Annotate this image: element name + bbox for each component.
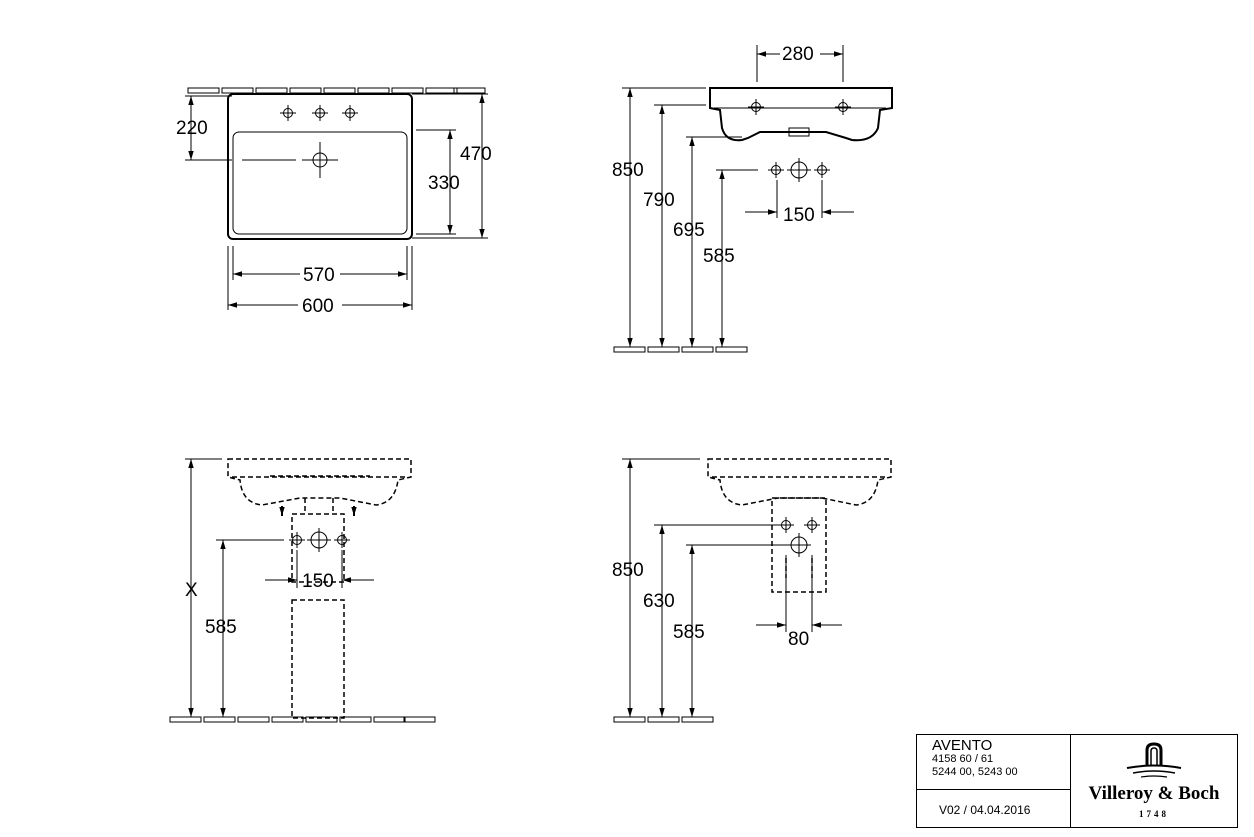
dim-850: 850 xyxy=(612,160,644,181)
floor-line xyxy=(613,346,748,353)
dim-695: 695 xyxy=(673,220,705,241)
basin-bowl xyxy=(232,131,408,235)
water-supply-icon xyxy=(813,161,831,179)
fixing-hole-icon xyxy=(747,98,765,116)
top-view: 220 470 330 570 600 xyxy=(176,87,492,317)
dim-585: 585 xyxy=(673,622,705,643)
water-supply-icon xyxy=(333,531,351,549)
dim-150: 150 xyxy=(302,571,334,592)
dim-585: 585 xyxy=(205,617,237,638)
semi-pedestal xyxy=(771,497,827,593)
fixing-hole-icon xyxy=(834,98,852,116)
floor-line xyxy=(169,716,436,723)
brand-name: Villeroy & Boch xyxy=(1088,783,1220,804)
title-block: AVENTO 4158 60 / 61 5244 00, 5243 00 V02… xyxy=(916,734,1238,828)
tap-hole-icon xyxy=(279,104,297,122)
version-date: V02 / 04.04.2016 xyxy=(939,802,1031,817)
dim-150: 150 xyxy=(783,205,815,226)
dim-470: 470 xyxy=(460,144,492,165)
brand-year: 1748 xyxy=(1139,809,1169,819)
title-block-info: AVENTO 4158 60 / 61 5244 00, 5243 00 V02… xyxy=(917,735,1071,827)
waste-outlet-icon xyxy=(787,158,811,182)
basin-profile-dashed xyxy=(707,458,892,506)
pedestal-lower xyxy=(291,599,345,719)
product-code: 4158 60 / 61 xyxy=(932,753,994,765)
brand-block: Villeroy & Boch 1748 xyxy=(1071,735,1237,827)
water-supply-icon xyxy=(803,516,821,534)
semi-pedestal-view: 850 630 585 80 xyxy=(612,458,892,723)
dim-790: 790 xyxy=(643,190,675,211)
dim-220: 220 xyxy=(176,118,208,139)
product-info: AVENTO 4158 60 / 61 5244 00, 5243 00 xyxy=(917,735,1070,790)
basin-outline xyxy=(227,93,413,240)
dim-850: 850 xyxy=(612,560,644,581)
tap-hole-icon xyxy=(341,104,359,122)
basin-profile-dashed xyxy=(227,458,412,506)
waste-outlet-icon xyxy=(787,533,811,557)
pedestal-upper xyxy=(291,513,345,583)
floor-line xyxy=(613,716,714,723)
side-view: 280 850 790 695 585 xyxy=(612,44,893,353)
faucet-logo-icon xyxy=(1126,742,1182,778)
water-supply-icon xyxy=(767,161,785,179)
dim-80: 80 xyxy=(788,629,809,650)
dim-280: 280 xyxy=(782,44,814,65)
accessory-codes: 5244 00, 5243 00 xyxy=(932,766,1018,778)
waste-outlet-icon xyxy=(307,528,331,552)
dim-570: 570 xyxy=(303,265,335,286)
product-name: AVENTO xyxy=(932,737,993,754)
dim-600: 600 xyxy=(302,296,334,317)
dim-x: X xyxy=(185,580,198,601)
drain-icon xyxy=(302,142,338,178)
tap-hole-icon xyxy=(311,104,329,122)
dim-630: 630 xyxy=(643,591,675,612)
basin-profile xyxy=(709,87,893,142)
dim-585: 585 xyxy=(703,246,735,267)
wall-line xyxy=(187,87,486,94)
pedestal-view: X 585 150 xyxy=(169,458,436,723)
dim-330: 330 xyxy=(428,173,460,194)
